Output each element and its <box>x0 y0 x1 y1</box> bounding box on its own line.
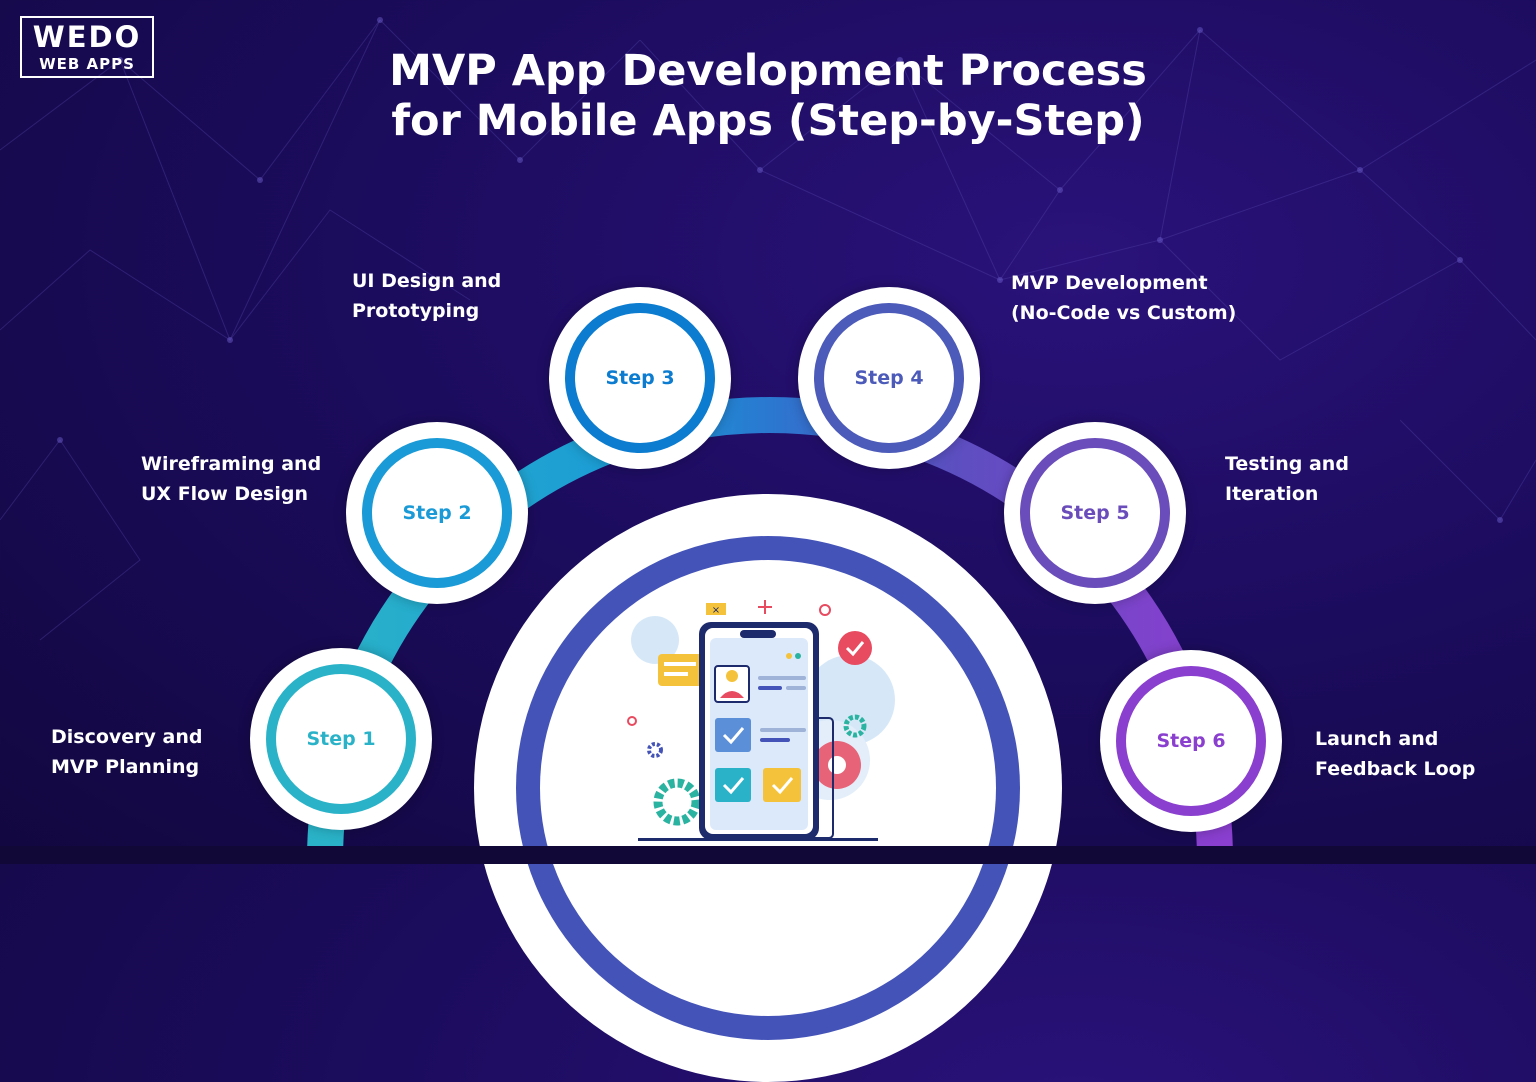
logo[interactable]: WEDO WEB APPS <box>20 16 154 78</box>
step-1-label: Step 1 <box>306 728 376 750</box>
step-2-description: Wireframing and UX Flow Design <box>141 449 321 509</box>
step-3-description: UI Design and Prototyping <box>352 266 501 326</box>
step-4-description-line1: MVP Development <box>1011 272 1208 294</box>
step-5-description: Testing and Iteration <box>1225 449 1349 509</box>
step-6-description: Launch and Feedback Loop <box>1315 724 1475 784</box>
step-5-description-line1: Testing and <box>1225 453 1349 475</box>
step-3-description-line2: Prototyping <box>352 300 480 322</box>
step-1-description-line2: MVP Planning <box>51 756 200 778</box>
step-3-description-line1: UI Design and <box>352 270 502 292</box>
step-4-description: MVP Development (No-Code vs Custom) <box>1011 268 1236 328</box>
step-2-circle[interactable]: Step 2 <box>346 422 528 604</box>
step-1-description-line1: Discovery and <box>51 726 203 748</box>
logo-line1: WEDO <box>32 20 142 54</box>
step-3-circle[interactable]: Step 3 <box>549 287 731 469</box>
network-background <box>0 17 1536 641</box>
step-3-label: Step 3 <box>605 367 675 389</box>
page-title-line2: for Mobile Apps (Step-by-Step) <box>391 96 1145 146</box>
ground-band <box>0 846 1536 864</box>
step-6-description-line1: Launch and <box>1315 728 1439 750</box>
logo-line2: WEB APPS <box>39 55 135 73</box>
gear-icon <box>843 714 867 738</box>
step-5-circle[interactable]: Step 5 <box>1004 422 1186 604</box>
process-arc <box>307 397 1233 861</box>
step-6-description-line2: Feedback Loop <box>1315 758 1476 780</box>
step-2-label: Step 2 <box>402 502 472 524</box>
close-mark-icon: × <box>712 605 720 616</box>
step-5-description-line2: Iteration <box>1225 483 1319 505</box>
mobile-app-icon: × <box>627 600 895 841</box>
step-1-circle[interactable]: Step 1 <box>250 648 432 830</box>
step-2-description-line1: Wireframing and <box>141 453 322 475</box>
step-1-description: Discovery and MVP Planning <box>51 722 203 782</box>
step-6-circle[interactable]: Step 6 <box>1100 650 1282 832</box>
step-4-description-line2: (No-Code vs Custom) <box>1011 302 1237 324</box>
step-5-label: Step 5 <box>1060 502 1130 524</box>
step-6-label: Step 6 <box>1156 730 1226 752</box>
step-4-label: Step 4 <box>854 367 924 389</box>
step-2-description-line2: UX Flow Design <box>141 483 309 505</box>
step-4-circle[interactable]: Step 4 <box>798 287 980 469</box>
page-title-line1: MVP App Development Process <box>389 46 1147 96</box>
